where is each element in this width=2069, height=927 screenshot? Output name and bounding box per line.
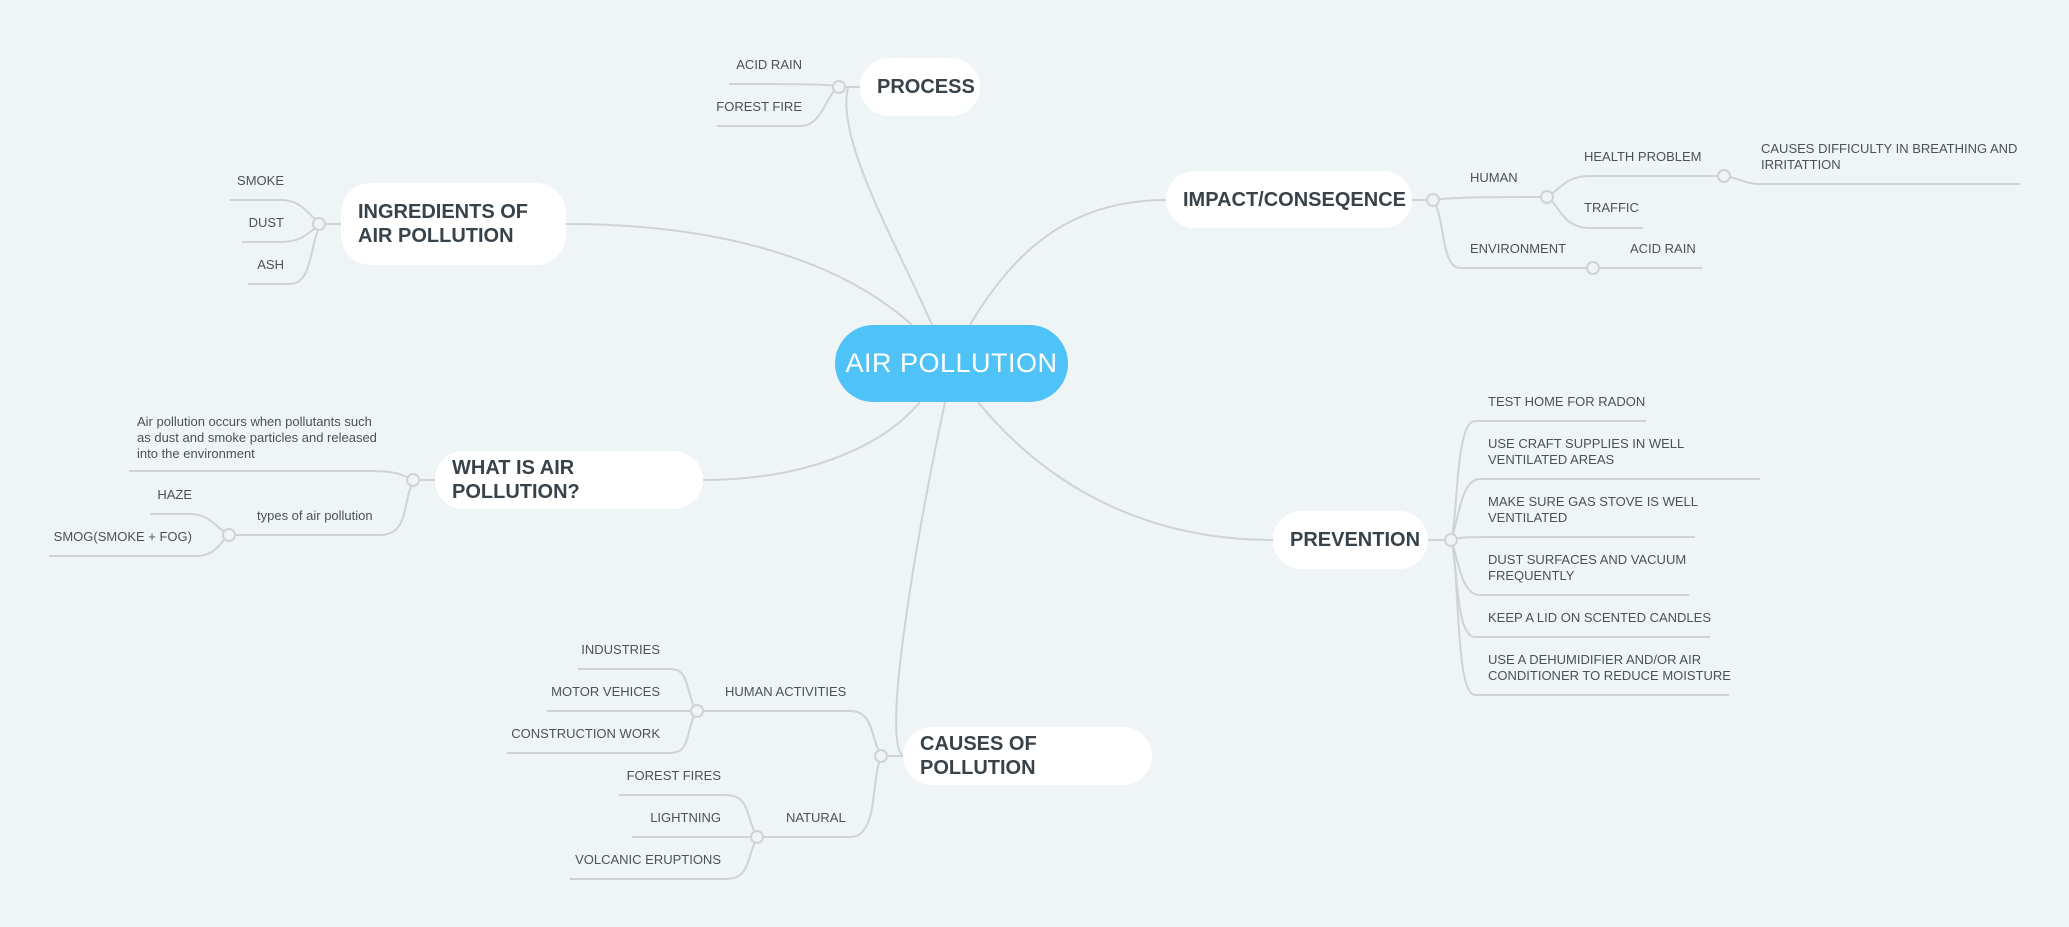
ingredient-dust[interactable]: DUST bbox=[248, 215, 284, 230]
central-topic-label: AIR POLLUTION bbox=[845, 348, 1058, 378]
process-acid-rain[interactable]: ACID RAIN bbox=[736, 57, 802, 72]
cause-construction[interactable]: CONSTRUCTION WORK bbox=[511, 726, 660, 741]
impact-health-detail[interactable]: CAUSES DIFFICULTY IN BREATHING AND IRRIT… bbox=[1761, 141, 2018, 172]
prevention-item[interactable]: DUST SURFACES AND VACUUM FREQUENTLY bbox=[1488, 552, 1687, 583]
cause-forest-fires[interactable]: FOREST FIRES bbox=[626, 768, 721, 783]
impact-human[interactable]: HUMAN bbox=[1470, 170, 1518, 185]
topic-causes[interactable]: CAUSES OF POLLUTION bbox=[903, 727, 1152, 785]
causes-natural[interactable]: NATURAL bbox=[786, 810, 846, 825]
process-forest-fire[interactable]: FOREST FIRE bbox=[716, 99, 802, 114]
topic-what-is[interactable]: WHAT IS AIR POLLUTION? bbox=[435, 451, 703, 509]
impact-environment-acid-rain[interactable]: ACID RAIN bbox=[1630, 241, 1696, 256]
prevention-item[interactable]: KEEP A LID ON SCENTED CANDLES bbox=[1488, 610, 1711, 625]
topic-ingredients[interactable]: INGREDIENTS OF AIR POLLUTION bbox=[341, 183, 566, 265]
link-central-causes bbox=[895, 401, 946, 757]
prevention-item[interactable]: MAKE SURE GAS STOVE IS WELL VENTILATED bbox=[1488, 494, 1698, 525]
ingredient-smoke[interactable]: SMOKE bbox=[237, 173, 284, 188]
cause-motor-vehicles[interactable]: MOTOR VEHICES bbox=[551, 684, 660, 699]
topic-prevention[interactable]: PREVENTION bbox=[1273, 511, 1428, 569]
prevention-item[interactable]: TEST HOME FOR RADON bbox=[1488, 394, 1646, 409]
link-central-whatis bbox=[702, 401, 921, 481]
link-central-ingredients bbox=[565, 223, 913, 326]
prevention-item[interactable]: USE CRAFT SUPPLIES IN WELL VENTILATED AR… bbox=[1488, 436, 1684, 467]
what-is-types[interactable]: types of air pollution bbox=[257, 508, 373, 523]
topic-process[interactable]: PROCESS bbox=[860, 58, 980, 116]
ingredient-ash[interactable]: ASH bbox=[257, 257, 284, 272]
topic-prevention-label: PREVENTION bbox=[1290, 529, 1421, 551]
impact-health-problem[interactable]: HEALTH PROBLEM bbox=[1584, 149, 1702, 164]
cause-lightning[interactable]: LIGHTNING bbox=[650, 810, 721, 825]
type-haze[interactable]: HAZE bbox=[157, 487, 192, 502]
prevention-item[interactable]: USE A DEHUMIDIFIER AND/OR AIR CONDITIONE… bbox=[1488, 652, 1731, 683]
link-central-process bbox=[845, 87, 933, 326]
topic-what-is-label: WHAT IS AIR POLLUTION? bbox=[452, 457, 580, 503]
type-smog[interactable]: SMOG(SMOKE + FOG) bbox=[53, 529, 192, 544]
impact-environment[interactable]: ENVIRONMENT bbox=[1470, 241, 1567, 256]
central-topic[interactable]: AIR POLLUTION bbox=[835, 325, 1068, 402]
impact-traffic[interactable]: TRAFFIC bbox=[1584, 200, 1639, 215]
what-is-definition[interactable]: Air pollution occurs when pollutants suc… bbox=[137, 414, 377, 461]
topic-impact[interactable]: IMPACT/CONSEQENCE bbox=[1166, 171, 1412, 228]
topic-causes-label: CAUSES OF POLLUTION bbox=[920, 733, 1037, 779]
topic-ingredients-label: INGREDIENTS OF AIR POLLUTION bbox=[358, 201, 529, 247]
topic-process-label: PROCESS bbox=[877, 76, 975, 98]
link-central-prevention bbox=[977, 401, 1274, 541]
topic-impact-label: IMPACT/CONSEQENCE bbox=[1183, 188, 1406, 211]
causes-human-activities[interactable]: HUMAN ACTIVITIES bbox=[725, 684, 847, 699]
cause-industries[interactable]: INDUSTRIES bbox=[581, 642, 660, 657]
cause-volcanic[interactable]: VOLCANIC ERUPTIONS bbox=[575, 852, 721, 867]
link-central-impact bbox=[969, 199, 1167, 326]
